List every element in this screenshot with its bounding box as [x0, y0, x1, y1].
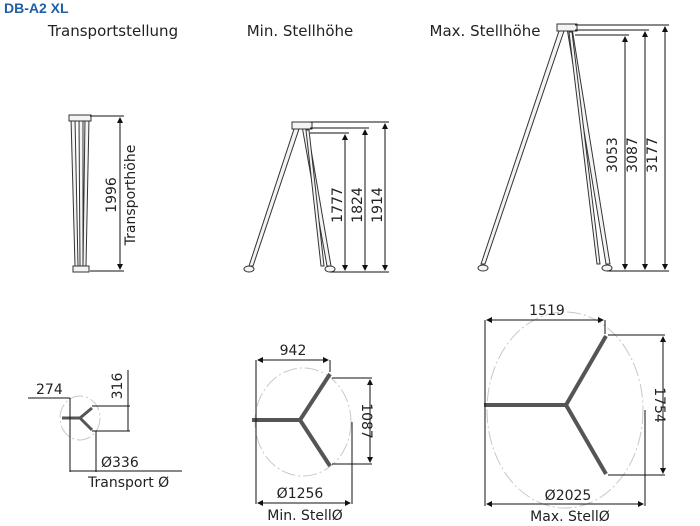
tripod-min-view — [243, 121, 389, 273]
dim-max-depth: 1754 — [651, 387, 667, 423]
dim-max-width: 1519 — [529, 303, 565, 319]
heading-transport: Transportstellung — [47, 22, 178, 40]
product-title: DB-A2 XL — [4, 0, 69, 16]
dim-max-1: 3053 — [605, 137, 621, 173]
dim-min-diameter: Ø1256 — [277, 486, 324, 502]
tripod-max-view — [477, 23, 669, 272]
dim-transport-height: 1996 — [104, 177, 120, 213]
dim-min-2: 1824 — [350, 187, 366, 223]
dim-min-width: 942 — [280, 343, 307, 359]
dim-min-depth: 1087 — [358, 403, 374, 439]
tripod-transport-view — [68, 114, 124, 273]
label-min-diameter: Min. StellØ — [267, 508, 343, 524]
heading-min: Min. Stellhöhe — [247, 22, 354, 40]
footprint-min — [252, 357, 373, 506]
footprint-max — [484, 311, 666, 509]
label-max-diameter: Max. StellØ — [530, 509, 610, 525]
dim-min-3: 1914 — [370, 187, 386, 223]
dim-transport-width: 274 — [36, 382, 63, 398]
footprint-transport — [28, 370, 182, 472]
label-transport-height: Transporthöhe — [123, 145, 139, 247]
dim-max-diameter: Ø2025 — [545, 488, 592, 504]
dim-max-2: 3087 — [625, 137, 641, 173]
label-transport-diameter: Transport Ø — [87, 475, 169, 491]
dim-min-1: 1777 — [330, 187, 346, 223]
heading-max: Max. Stellhöhe — [430, 22, 541, 40]
dim-max-3: 3177 — [645, 137, 661, 173]
dim-transport-depth: 316 — [110, 373, 126, 400]
dim-transport-diameter: Ø336 — [101, 455, 139, 471]
